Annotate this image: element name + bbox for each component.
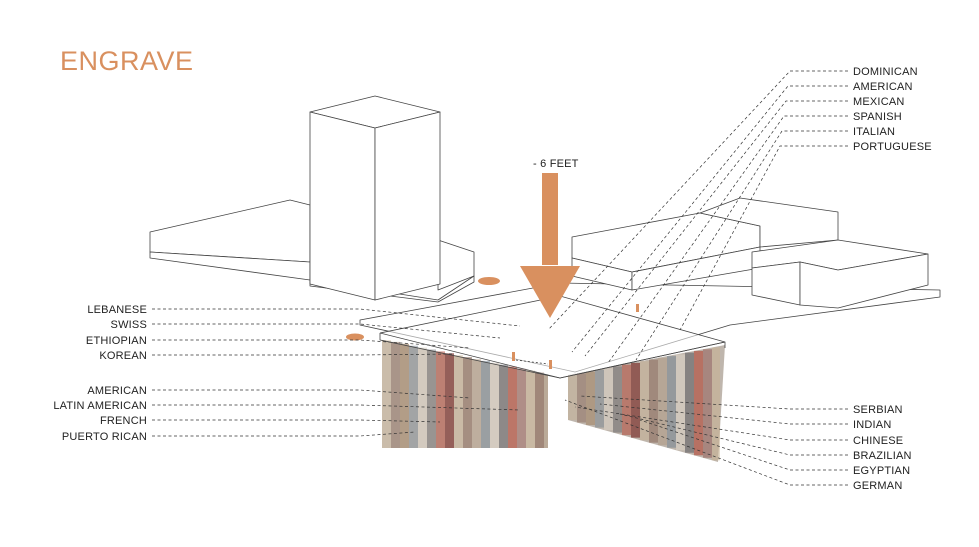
leader-line: [639, 419, 848, 471]
person-icon: [636, 304, 639, 312]
leader-line: [152, 431, 416, 437]
photo-strip-right: [595, 369, 604, 428]
label-left-lower: FRENCH: [100, 415, 147, 427]
label-left-upper: LEBANESE: [87, 304, 147, 316]
person-icon: [512, 352, 515, 361]
leader-line: [584, 100, 848, 357]
photo-strip-right: [604, 368, 613, 431]
leader-line: [607, 115, 848, 364]
slab-edge: [379, 333, 726, 379]
photo-strip-left: [400, 343, 409, 448]
photo-strip-right: [658, 357, 667, 446]
leader-line: [579, 395, 848, 410]
photo-strip-left: [391, 341, 400, 448]
labels-left-upper: LEBANESE SWISS ETHIOPIAN KOREAN: [86, 304, 147, 362]
photo-strip-right: [613, 366, 622, 433]
label-bottom-right: BRAZILIAN: [853, 450, 912, 462]
leader-line: [599, 403, 848, 425]
photo-strip-left: [481, 360, 490, 448]
figure-dimension: [515, 359, 549, 365]
photo-strip-right: [631, 362, 640, 438]
diagram-title: ENGRAVE: [60, 46, 194, 76]
leader-line: [152, 308, 521, 327]
photo-strip-left: [454, 355, 463, 448]
leader-line: [679, 145, 848, 331]
leader-line: [619, 413, 848, 456]
photo-strip-left: [445, 353, 454, 448]
photo-strip-left: [535, 372, 544, 448]
section-wall-right: [568, 345, 725, 462]
photo-strip-left: [472, 358, 481, 448]
photo-strip-right: [640, 361, 649, 441]
labels-top-right: DOMINICAN AMERICAN MEXICAN SPANISH ITALI…: [853, 66, 932, 153]
label-bottom-right: SERBIAN: [853, 404, 903, 416]
label-top-right: MEXICAN: [853, 96, 905, 108]
leader-lines: [152, 70, 848, 486]
label-top-right: DOMINICAN: [853, 66, 918, 78]
label-bottom-right: CHINESE: [853, 435, 903, 447]
leader-line: [564, 399, 848, 486]
leader-line: [571, 85, 848, 353]
photo-strip-left: [418, 347, 427, 448]
photo-strip-left: [526, 370, 535, 448]
label-left-upper: ETHIOPIAN: [86, 335, 147, 347]
leader-line: [635, 130, 848, 361]
label-top-right: AMERICAN: [853, 81, 913, 93]
label-left-lower: PUERTO RICAN: [62, 431, 147, 443]
right-building-complex: [571, 197, 929, 309]
photo-strip-left: [427, 349, 436, 448]
leader-line: [547, 70, 848, 331]
car-icon: [346, 333, 364, 341]
label-top-right: SPANISH: [853, 111, 902, 123]
label-left-lower: LATIN AMERICAN: [53, 400, 147, 412]
photo-strip-left: [490, 362, 499, 448]
leader-line: [574, 406, 848, 441]
photo-strip-left: [544, 374, 548, 448]
photo-strip-right: [703, 349, 712, 458]
labels-bottom-right: SERBIAN INDIAN CHINESE BRAZILIAN EGYPTIA…: [853, 404, 912, 492]
label-bottom-right: GERMAN: [853, 480, 902, 492]
photo-strip-right: [568, 375, 577, 420]
leader-line: [152, 389, 471, 399]
photo-strip-right: [622, 364, 631, 436]
leader-line: [152, 339, 471, 349]
down-arrow-icon: [520, 173, 580, 318]
depth-label: - 6 FEET: [533, 158, 579, 170]
label-top-right: ITALIAN: [853, 126, 895, 138]
label-left-upper: SWISS: [111, 319, 147, 331]
photo-strip-left: [499, 364, 508, 448]
label-bottom-right: INDIAN: [853, 419, 891, 431]
photo-strip-left: [517, 368, 526, 448]
photo-strip-left: [463, 357, 472, 448]
photo-strip-right: [685, 352, 694, 453]
photo-strip-right: [649, 359, 658, 443]
photo-strip-left: [436, 351, 445, 448]
photo-strip-left: [508, 366, 517, 448]
photo-strip-left: [409, 345, 418, 448]
photo-strip-right: [712, 347, 720, 461]
labels-left-lower: AMERICAN LATIN AMERICAN FRENCH PUERTO RI…: [53, 385, 147, 443]
label-bottom-right: EGYPTIAN: [853, 465, 910, 477]
leader-line: [152, 404, 521, 411]
person-icon: [549, 360, 552, 369]
leader-line: [152, 419, 441, 423]
scale-figures: [346, 277, 639, 369]
photo-strip-right: [577, 373, 586, 423]
label-top-right: PORTUGUESE: [853, 141, 932, 153]
photo-strip-left: [382, 340, 391, 448]
label-left-lower: AMERICAN: [87, 385, 147, 397]
label-left-upper: KOREAN: [99, 350, 147, 362]
tall-tower: [309, 95, 441, 301]
car-icon: [478, 277, 500, 285]
photo-strip-right: [586, 371, 595, 426]
